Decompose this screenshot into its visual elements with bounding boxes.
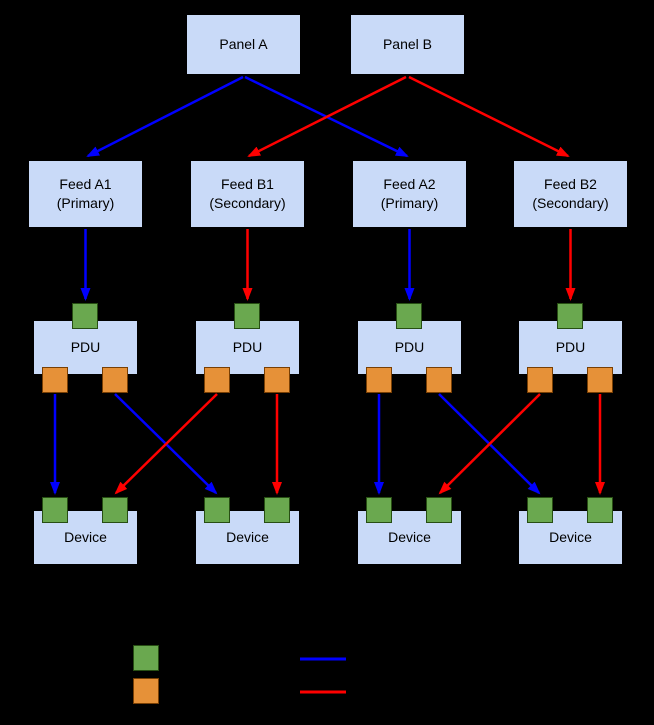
feed-a2-name: Feed A2 — [383, 176, 436, 193]
device-1-input-port-left — [42, 497, 68, 523]
arrow-panel-b-to-feed-b1 — [247, 75, 407, 158]
pdu-1-box: PDU — [33, 320, 138, 375]
pdu-4-label: PDU — [555, 339, 586, 356]
pdu-3-output-port-left — [366, 367, 392, 393]
pdu-2-input-port — [234, 303, 260, 329]
feed-b2-role: (Secondary) — [532, 195, 609, 211]
arrow-pdu-1-to-device-2 — [114, 393, 218, 495]
device-1-input-port-right — [102, 497, 128, 523]
device-2-input-port-left — [204, 497, 230, 523]
feed-a2-role: (Primary) — [380, 195, 439, 211]
feed-b1-box: Feed B1 (Secondary) — [190, 160, 305, 228]
pdu-2-output-port-right — [264, 367, 290, 393]
device-3-label: Device — [388, 529, 431, 546]
device-3-input-port-right — [426, 497, 452, 523]
feed-a1-box: Feed A1 (Primary) — [28, 160, 143, 228]
device-4-input-port-right — [587, 497, 613, 523]
feed-a1-role: (Primary) — [56, 195, 115, 211]
device-2-label: Device — [226, 529, 269, 546]
arrow-pdu-2-to-device-1 — [114, 393, 218, 495]
feed-b1-name: Feed B1 — [221, 176, 274, 193]
pdu-4-output-port-left — [527, 367, 553, 393]
device-4-input-port-left — [527, 497, 553, 523]
panel-b-label: Panel B — [382, 36, 433, 53]
pdu-3-input-port — [396, 303, 422, 329]
feed-a2-box: Feed A2 (Primary) — [352, 160, 467, 228]
pdu-4-input-port — [557, 303, 583, 329]
arrow-pdu-3-to-device-4 — [438, 393, 541, 495]
feed-b2-name: Feed B2 — [544, 176, 597, 193]
arrow-panel-a-to-feed-a1 — [86, 75, 244, 158]
arrow-panel-a-to-feed-a2 — [244, 75, 409, 158]
legend-green-port-swatch — [133, 645, 159, 671]
feed-b2-box: Feed B2 (Secondary) — [513, 160, 628, 228]
pdu-2-box: PDU — [195, 320, 300, 375]
device-1-label: Device — [64, 529, 107, 546]
pdu-1-input-port — [72, 303, 98, 329]
device-4-label: Device — [549, 529, 592, 546]
pdu-2-label: PDU — [232, 339, 263, 356]
arrow-pdu-4-to-device-3 — [438, 393, 541, 495]
feed-b1-role: (Secondary) — [209, 195, 286, 211]
panel-b-box: Panel B — [350, 14, 465, 75]
pdu-1-label: PDU — [70, 339, 101, 356]
arrow-panel-b-to-feed-b2 — [408, 75, 570, 158]
pdu-1-output-port-left — [42, 367, 68, 393]
pdu-2-output-port-left — [204, 367, 230, 393]
pdu-4-box: PDU — [518, 320, 623, 375]
panel-a-box: Panel A — [186, 14, 301, 75]
pdu-3-output-port-right — [426, 367, 452, 393]
pdu-3-label: PDU — [394, 339, 425, 356]
pdu-4-output-port-right — [587, 367, 613, 393]
device-2-input-port-right — [264, 497, 290, 523]
pdu-3-box: PDU — [357, 320, 462, 375]
legend-orange-port-swatch — [133, 678, 159, 704]
device-3-input-port-left — [366, 497, 392, 523]
pdu-1-output-port-right — [102, 367, 128, 393]
feed-a1-name: Feed A1 — [59, 176, 112, 193]
panel-a-label: Panel A — [219, 36, 268, 53]
